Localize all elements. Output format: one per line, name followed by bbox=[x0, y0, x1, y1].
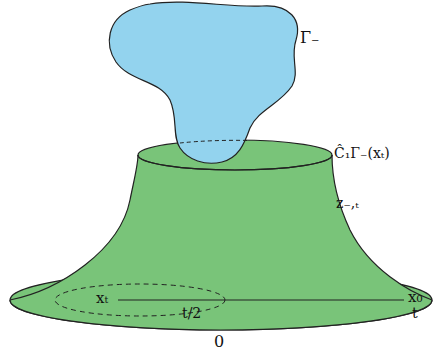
radius-label: t bbox=[412, 306, 418, 320]
gamma-label: Γ₋ bbox=[300, 30, 320, 46]
gamma-region bbox=[109, 2, 297, 163]
cap-label: Ĉ₁Γ₋(xₜ) bbox=[334, 146, 390, 160]
base-front-edge bbox=[10, 300, 432, 330]
time-label: 0 bbox=[214, 334, 224, 350]
body-left-edge bbox=[10, 155, 138, 300]
radius-line bbox=[118, 299, 404, 300]
surface-label: z₋,ₜ bbox=[336, 196, 359, 210]
body-right-edge bbox=[332, 155, 432, 300]
half-radius-label: t/2 bbox=[182, 306, 201, 320]
point-label: x₀ bbox=[408, 290, 422, 305]
top-disk-front-edge bbox=[138, 155, 332, 170]
bell-body bbox=[10, 155, 432, 330]
center-label: xₜ bbox=[96, 291, 108, 306]
top-disk-hidden-edge bbox=[180, 140, 250, 143]
